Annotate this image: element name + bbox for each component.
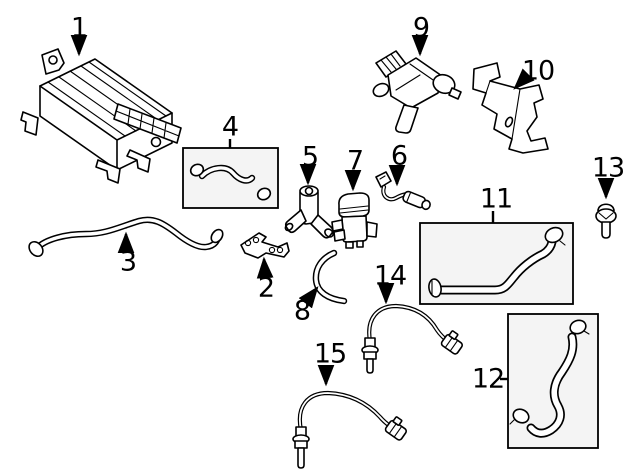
part-14-oxygen-sensor (361, 303, 464, 374)
callout-label-3[interactable]: 3 (119, 246, 137, 278)
callout-label-15[interactable]: 15 (313, 338, 347, 370)
part-3-vent-pipe (28, 216, 224, 258)
callout-label-4[interactable]: 4 (221, 111, 239, 143)
callout-label-7[interactable]: 7 (346, 145, 364, 177)
part-13-grommet-valve (595, 203, 617, 239)
callout-label-9[interactable]: 9 (412, 12, 430, 44)
callout-label-6[interactable]: 6 (390, 140, 408, 172)
callout-arrow-10 (513, 68, 535, 90)
part-7-canister-close-valve (331, 192, 378, 249)
callout-label-14[interactable]: 14 (373, 260, 407, 292)
callout-label-12[interactable]: 12 (471, 363, 505, 395)
callout-label-13[interactable]: 13 (591, 152, 625, 184)
callout-label-5[interactable]: 5 (301, 141, 319, 173)
callout-label-2[interactable]: 2 (257, 272, 275, 304)
part-11-hose-kit (419, 222, 574, 305)
callout-label-1[interactable]: 1 (70, 12, 88, 44)
part-12-hose-kit (507, 313, 599, 449)
part-5-purge-valve (284, 185, 334, 239)
part-1-vapor-canister (20, 48, 182, 184)
callout-label-11[interactable]: 11 (479, 183, 513, 215)
part-2-bracket (240, 232, 290, 259)
part-10-protector-bracket (472, 62, 549, 154)
callout-label-10[interactable]: 10 (521, 55, 555, 87)
callout-label-8[interactable]: 8 (293, 295, 311, 327)
part-9-control-valve-assembly (372, 50, 462, 134)
part-15-oxygen-sensor (292, 390, 408, 469)
callout-arrow-2 (256, 256, 274, 279)
part-8-curved-hose (312, 249, 348, 305)
callout-arrow-8 (298, 286, 319, 309)
part-6-sensor-harness (375, 171, 431, 211)
part-4-hose-kit (182, 147, 279, 209)
